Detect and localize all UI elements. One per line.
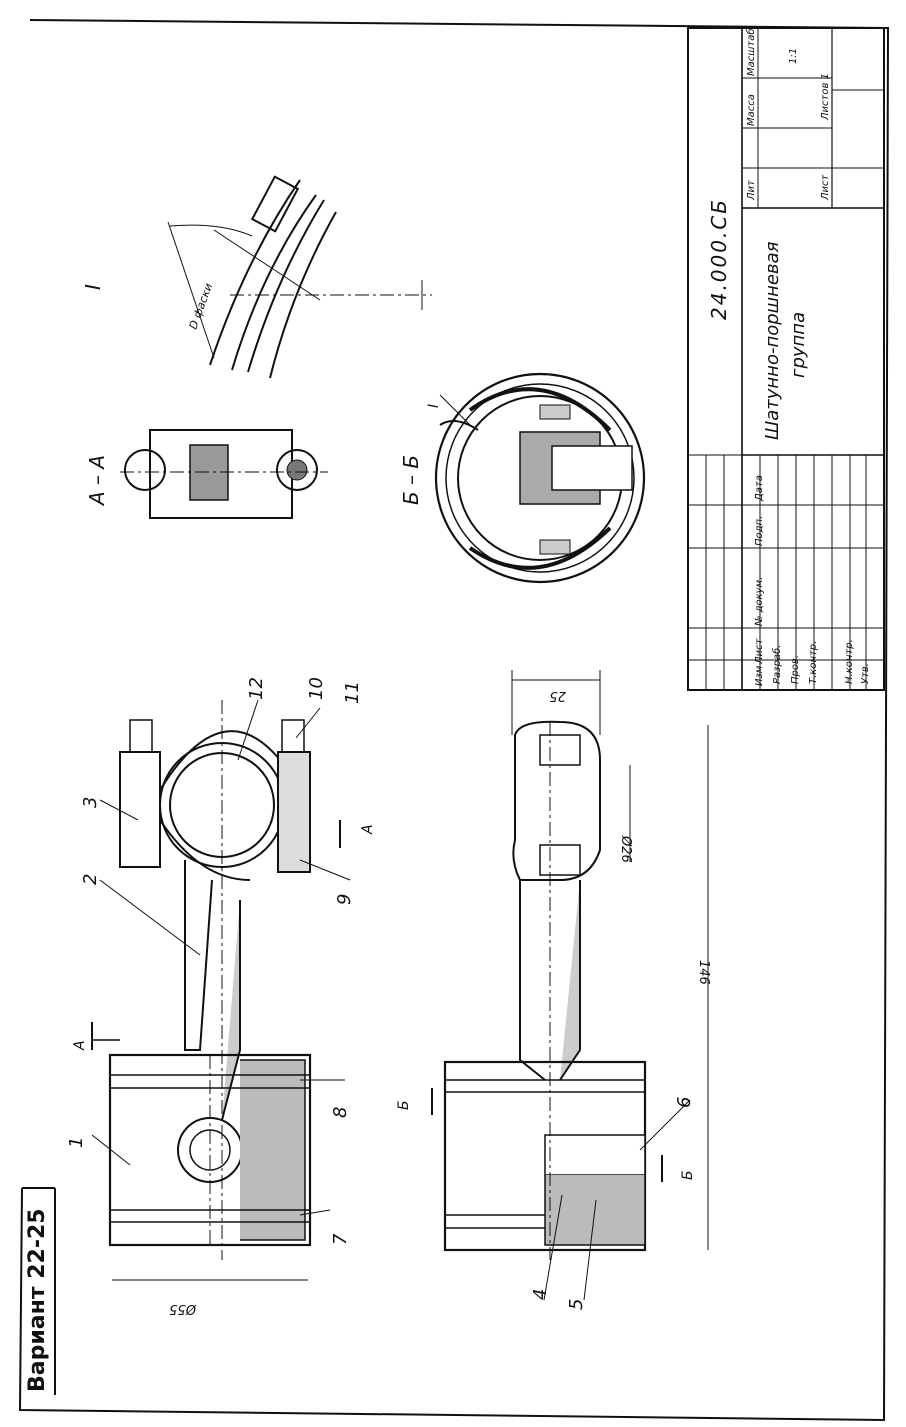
cut-marker-b-upper: Б bbox=[680, 1170, 696, 1180]
section-label-b-b: Б – Б bbox=[399, 455, 423, 505]
section-a-a: А – А bbox=[85, 429, 328, 519]
value-scale: 1:1 bbox=[788, 48, 799, 64]
position-1: 1 bbox=[66, 1137, 87, 1148]
position-9: 9 bbox=[334, 894, 355, 905]
section-label-a-a: А – А bbox=[85, 455, 109, 507]
dim-width: 25 bbox=[549, 688, 566, 703]
document-code: 24.000.СБ bbox=[707, 198, 731, 320]
position-5: 5 bbox=[566, 1299, 587, 1310]
dim-length: 146 bbox=[696, 960, 711, 985]
col-date: Дата bbox=[754, 475, 765, 502]
col-sign: Подп. bbox=[754, 516, 765, 546]
variant-label: Вариант 22-25 bbox=[25, 1208, 50, 1392]
drawing-title-line1: Шатунно-поршневая bbox=[762, 241, 783, 440]
cut-marker-b-lower: Б bbox=[396, 1100, 412, 1110]
sheet-frame bbox=[18, 19, 890, 1422]
dim-piston-dia: Ø55 bbox=[169, 1301, 197, 1316]
position-3: 3 bbox=[80, 797, 101, 808]
upper-assembly-view: А А Ø55 bbox=[72, 699, 376, 1316]
label-sheets: Листов 1 bbox=[820, 73, 831, 121]
lower-assembly-view: 25 Ø26 146 Б Б bbox=[396, 670, 711, 1301]
section-b-b-pos-I: I bbox=[426, 404, 442, 408]
position-11: 11 bbox=[342, 681, 363, 704]
drawing-title-line2: группа bbox=[788, 312, 809, 378]
row-prov: Пров. bbox=[790, 655, 801, 684]
cut-marker-a-lower: А bbox=[72, 1040, 88, 1051]
row-razrab: Разраб. bbox=[771, 645, 783, 684]
row-tkontr: Т.контр. bbox=[808, 641, 819, 684]
position-8: 8 bbox=[330, 1107, 351, 1118]
section-b-b: I Б – Б bbox=[399, 372, 646, 584]
position-10: 10 bbox=[306, 677, 327, 700]
row-nkontr: Н.контр. bbox=[844, 639, 855, 684]
col-izm: Изм bbox=[754, 665, 765, 686]
cut-marker-a-upper: А bbox=[360, 824, 376, 835]
position-12: 12 bbox=[246, 677, 267, 700]
label-mass: Масса bbox=[746, 94, 757, 126]
label-sheet: Лист bbox=[820, 173, 831, 201]
col-list: Лист bbox=[754, 637, 765, 665]
position-2: 2 bbox=[80, 874, 101, 885]
col-doc: № докум. bbox=[754, 577, 765, 627]
row-utv: Утв. bbox=[860, 663, 871, 684]
position-7: 7 bbox=[330, 1233, 351, 1245]
position-4: 4 bbox=[530, 1289, 551, 1300]
label-scale: Масштаб bbox=[745, 28, 757, 76]
detail-label-I: I bbox=[81, 284, 105, 290]
label-lit: Лит bbox=[746, 179, 757, 201]
dim-pin-dia: Ø26 bbox=[618, 835, 633, 863]
detail-view-I: D фаски I bbox=[81, 175, 432, 379]
title-block-grid bbox=[688, 454, 884, 690]
position-6: 6 bbox=[674, 1097, 695, 1108]
title-block: Изм Лист № докум. Подп. Дата Разраб. Про… bbox=[687, 27, 885, 691]
